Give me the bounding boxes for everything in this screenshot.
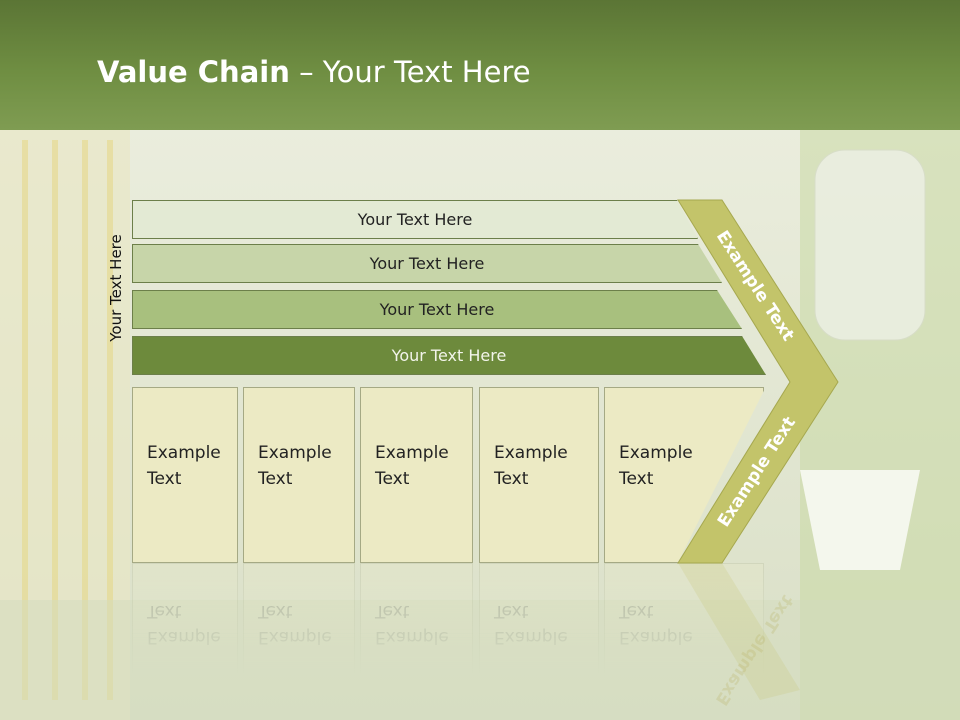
box-reflection: Example Text (243, 563, 355, 703)
slide-title-rest: – Your Text Here (289, 55, 531, 89)
primary-activity-label: Example Text (619, 443, 693, 489)
support-bar-3: Your Text Here (132, 290, 742, 329)
reflection-label: Example Text (619, 601, 693, 647)
primary-activity-box-4: Example Text (479, 387, 599, 563)
support-bar-label: Your Text Here (379, 300, 495, 319)
vertical-label: Your Text Here (107, 234, 125, 342)
reflection-label: Example Text (375, 601, 449, 647)
box-reflection: Example Text (360, 563, 473, 703)
support-bar-4: Your Text Here (132, 336, 766, 375)
slide-title: Value Chain – Your Text Here (97, 55, 531, 89)
box-reflection: Example Text (132, 563, 238, 703)
primary-activity-label: Example Text (147, 443, 221, 489)
primary-activity-label: Example Text (375, 443, 449, 489)
support-bar-2: Your Text Here (132, 244, 722, 283)
support-bar-label: Your Text Here (357, 210, 473, 229)
primary-activity-box-2: Example Text (243, 387, 355, 563)
support-bar-1: Your Text Here (132, 200, 698, 239)
support-bar-label: Your Text Here (369, 254, 485, 273)
reflection-label: Example Text (147, 601, 221, 647)
reflection-label: Example Text (494, 601, 568, 647)
slide-title-bold: Value Chain (97, 55, 290, 89)
box-reflection: Example Text (479, 563, 599, 703)
reflection-label: Example Text (258, 601, 332, 647)
support-bar-label: Your Text Here (391, 346, 507, 365)
primary-activity-box-3: Example Text (360, 387, 473, 563)
primary-activity-label: Example Text (494, 443, 568, 489)
primary-activity-label: Example Text (258, 443, 332, 489)
title-bar (0, 0, 960, 130)
primary-activity-box-1: Example Text (132, 387, 238, 563)
